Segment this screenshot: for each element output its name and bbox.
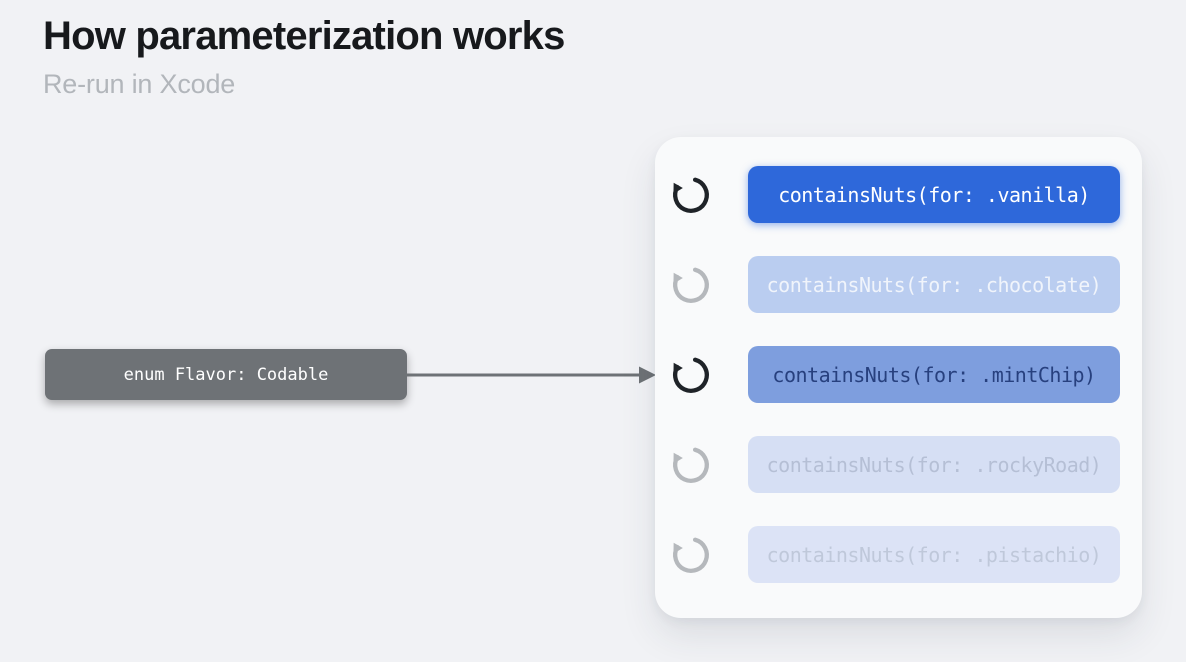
refresh-icon[interactable] bbox=[668, 262, 714, 308]
refresh-icon[interactable] bbox=[668, 352, 714, 398]
test-row: containsNuts(for: .rockyRoad) bbox=[668, 436, 1142, 493]
test-row: containsNuts(for: .mintChip) bbox=[668, 346, 1142, 403]
refresh-icon[interactable] bbox=[668, 532, 714, 578]
enum-flavor-box: enum Flavor: Codable bbox=[45, 349, 407, 400]
test-pill[interactable]: containsNuts(for: .rockyRoad) bbox=[748, 436, 1120, 493]
test-pill[interactable]: containsNuts(for: .mintChip) bbox=[748, 346, 1120, 403]
test-row: containsNuts(for: .pistachio) bbox=[668, 526, 1142, 583]
test-runner-panel: containsNuts(for: .vanilla) containsNuts… bbox=[655, 137, 1142, 618]
test-pill[interactable]: containsNuts(for: .vanilla) bbox=[748, 166, 1120, 223]
enum-flavor-label: enum Flavor: Codable bbox=[123, 364, 329, 385]
test-row: containsNuts(for: .chocolate) bbox=[668, 256, 1142, 313]
page-title: How parameterization works bbox=[43, 14, 565, 58]
page-subtitle: Re-run in Xcode bbox=[43, 69, 236, 99]
refresh-icon[interactable] bbox=[668, 442, 714, 488]
connector-arrow bbox=[407, 366, 656, 384]
test-row: containsNuts(for: .vanilla) bbox=[668, 166, 1142, 223]
test-pill[interactable]: containsNuts(for: .pistachio) bbox=[748, 526, 1120, 583]
refresh-icon[interactable] bbox=[668, 172, 714, 218]
test-pill[interactable]: containsNuts(for: .chocolate) bbox=[748, 256, 1120, 313]
